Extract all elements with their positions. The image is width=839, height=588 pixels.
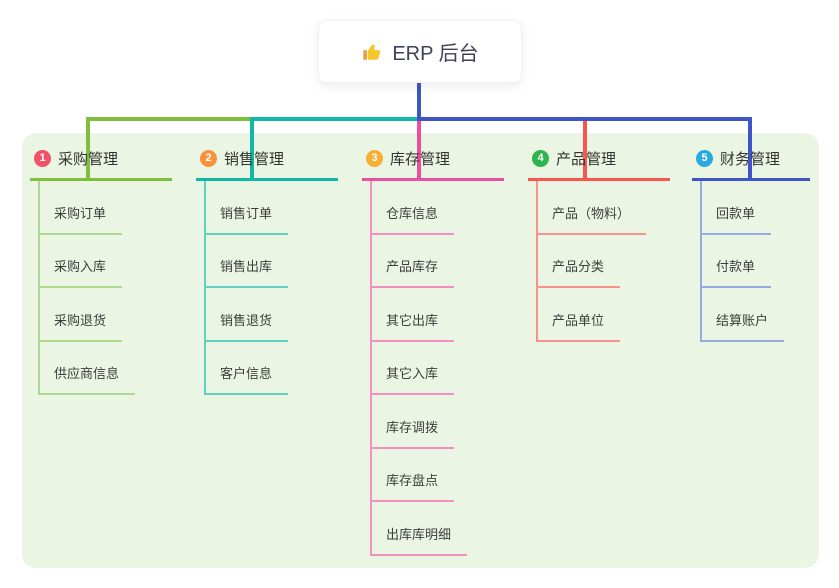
child-node[interactable]: 产品单位 — [538, 310, 621, 342]
child-node[interactable]: 产品分类 — [538, 256, 621, 288]
root-node[interactable]: ERP 后台 — [318, 20, 522, 83]
branch-label: 产品管理 — [556, 151, 617, 168]
child-node[interactable]: 销售退货 — [206, 310, 289, 342]
bus-segment — [250, 117, 419, 121]
child-row: 仓库信息 — [372, 181, 504, 235]
branch-children: 仓库信息产品库存其它出库其它入库库存调拨库存盘点出库库明细 — [370, 181, 504, 556]
branch-column: 2 销售管理销售订单销售出库销售退货客户信息 — [196, 146, 338, 395]
branch-column: 5 财务管理回款单付款单结算账户 — [692, 146, 810, 342]
branch-drop-connector — [250, 117, 254, 178]
branch-column: 3 库存管理仓库信息产品库存其它出库其它入库库存调拨库存盘点出库库明细 — [362, 146, 504, 556]
branch-drop-connector — [748, 117, 752, 178]
child-row: 库存盘点 — [372, 449, 504, 502]
branch-children: 销售订单销售出库销售退货客户信息 — [204, 181, 338, 395]
branch-number-badge: 5 — [696, 150, 713, 167]
child-node[interactable]: 销售出库 — [206, 256, 289, 288]
branch-number-badge: 4 — [532, 150, 549, 167]
root-connector — [417, 83, 421, 121]
branch-children: 采购订单采购入库采购退货供应商信息 — [38, 181, 172, 395]
child-node[interactable]: 其它出库 — [372, 310, 455, 342]
child-node[interactable]: 其它入库 — [372, 363, 455, 395]
child-row: 客户信息 — [206, 342, 338, 395]
child-node[interactable]: 回款单 — [702, 203, 772, 235]
child-row: 销售出库 — [206, 235, 338, 288]
branch-number-badge: 3 — [366, 150, 383, 167]
branch-drop-connector — [417, 117, 421, 178]
child-row: 采购入库 — [40, 235, 172, 288]
child-row: 结算账户 — [702, 288, 810, 342]
child-row: 产品分类 — [538, 235, 670, 288]
branch-node[interactable]: 1 采购管理 — [30, 146, 172, 181]
child-node[interactable]: 产品库存 — [372, 256, 455, 288]
child-node[interactable]: 库存调拨 — [372, 417, 455, 449]
child-row: 产品（物料） — [538, 181, 670, 235]
branch-node[interactable]: 5 财务管理 — [692, 146, 810, 181]
child-row: 付款单 — [702, 235, 810, 288]
child-node[interactable]: 采购退货 — [40, 310, 123, 342]
branch-node[interactable]: 4 产品管理 — [528, 146, 670, 181]
child-node[interactable]: 供应商信息 — [40, 363, 136, 395]
branch-label: 采购管理 — [58, 151, 119, 168]
child-row: 供应商信息 — [40, 342, 172, 395]
child-row: 产品库存 — [372, 235, 504, 288]
child-node[interactable]: 销售订单 — [206, 203, 289, 235]
branch-column: 1 采购管理采购订单采购入库采购退货供应商信息 — [30, 146, 172, 395]
child-row: 回款单 — [702, 181, 810, 235]
branch-children: 回款单付款单结算账户 — [700, 181, 810, 342]
child-row: 销售退货 — [206, 288, 338, 342]
bus-segment — [86, 117, 254, 121]
child-node[interactable]: 结算账户 — [702, 310, 785, 342]
child-row: 其它出库 — [372, 288, 504, 342]
child-node[interactable]: 出库库明细 — [372, 524, 468, 556]
child-node[interactable]: 采购入库 — [40, 256, 123, 288]
branch-children: 产品（物料） 产品分类产品单位 — [536, 181, 670, 342]
child-node[interactable]: 客户信息 — [206, 363, 289, 395]
branch-drop-connector — [86, 117, 90, 178]
bus-segment — [417, 117, 752, 121]
child-row: 产品单位 — [538, 288, 670, 342]
branch-column: 4 产品管理产品（物料） 产品分类产品单位 — [528, 146, 670, 342]
branch-number-badge: 1 — [34, 150, 51, 167]
branch-number-badge: 2 — [200, 150, 217, 167]
child-row: 其它入库 — [372, 342, 504, 395]
child-row: 采购订单 — [40, 181, 172, 235]
branch-node[interactable]: 3 库存管理 — [362, 146, 504, 181]
branch-label: 库存管理 — [390, 151, 451, 168]
child-row: 出库库明细 — [372, 502, 504, 556]
child-node[interactable]: 采购订单 — [40, 203, 123, 235]
branch-label: 财务管理 — [720, 151, 781, 168]
child-node[interactable]: 仓库信息 — [372, 203, 455, 235]
child-row: 库存调拨 — [372, 395, 504, 449]
child-node[interactable]: 付款单 — [702, 256, 772, 288]
child-node[interactable]: 库存盘点 — [372, 470, 455, 502]
branch-drop-connector — [583, 117, 587, 178]
child-node[interactable]: 产品（物料） — [538, 203, 647, 235]
branch-node[interactable]: 2 销售管理 — [196, 146, 338, 181]
branch-label: 销售管理 — [224, 151, 285, 168]
branches-panel — [22, 133, 819, 568]
child-row: 采购退货 — [40, 288, 172, 342]
child-row: 销售订单 — [206, 181, 338, 235]
root-label: ERP 后台 — [392, 43, 479, 65]
thumbs-up-icon — [361, 41, 383, 63]
